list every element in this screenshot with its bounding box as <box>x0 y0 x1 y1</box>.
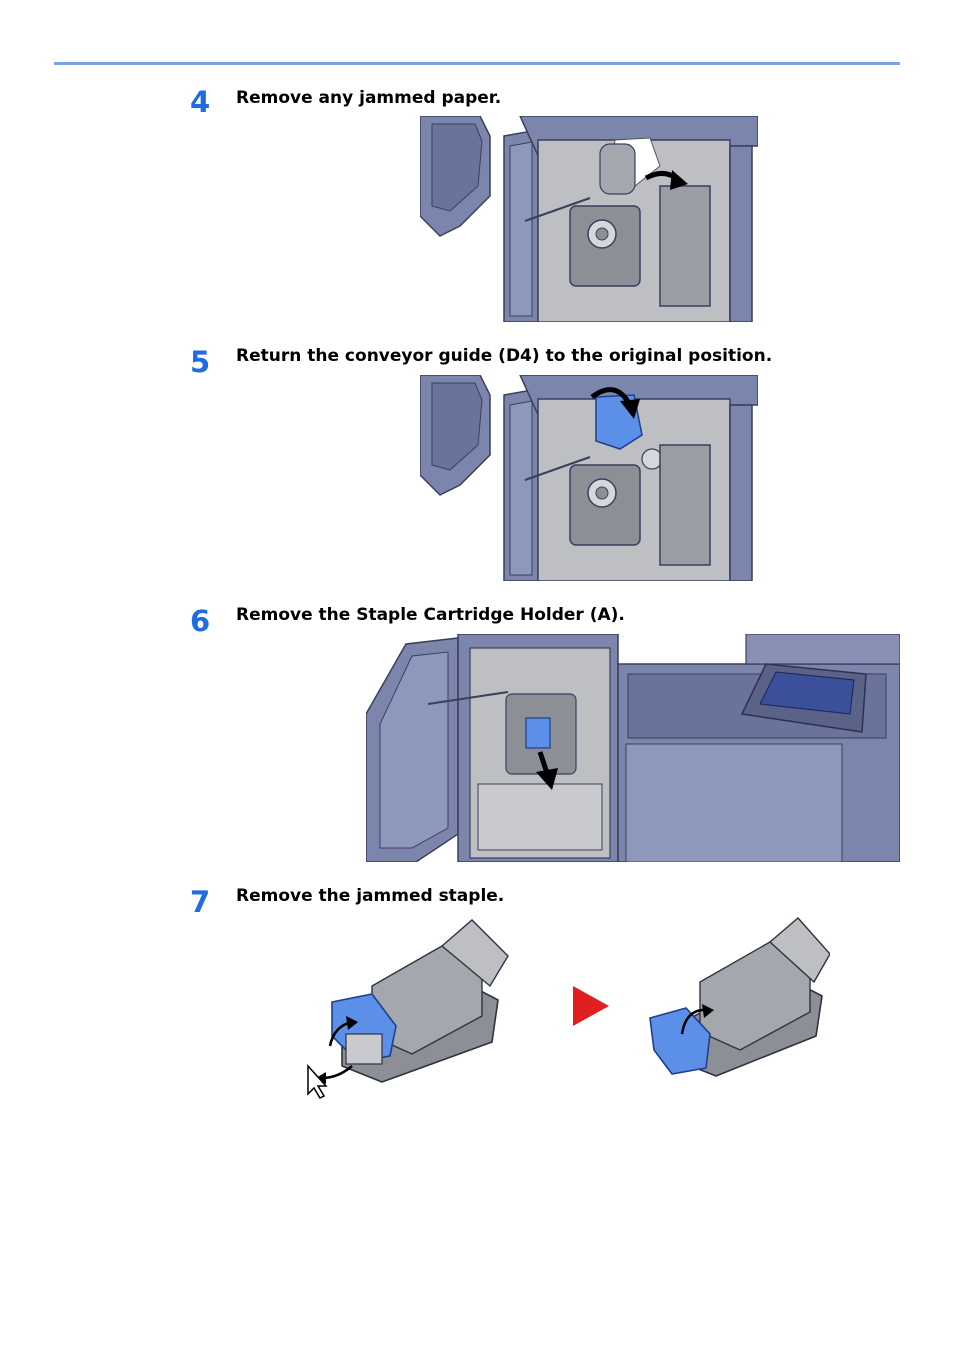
step-5-number: 5 <box>190 345 211 379</box>
illustration-staple-after <box>646 916 830 1082</box>
step-4-number: 4 <box>190 85 211 119</box>
illustration-remove-holder <box>366 634 900 862</box>
illustration-staple-before <box>302 916 514 1100</box>
illustration-return-guide <box>420 375 758 581</box>
curved-arrow-icon <box>590 387 640 419</box>
step-5-text: Return the conveyor guide (D4) to the or… <box>236 346 773 366</box>
next-step-arrow-icon <box>573 986 609 1026</box>
top-rule <box>54 62 900 65</box>
illustration-remove-paper <box>420 116 758 322</box>
step-6-number: 6 <box>190 604 211 638</box>
step-7-number: 7 <box>190 885 211 919</box>
step-4-text: Remove any jammed paper. <box>236 88 502 108</box>
down-arrow-icon <box>536 751 558 790</box>
curved-arrow-icon <box>644 170 688 190</box>
curved-arrow-icon <box>680 1004 714 1035</box>
step-7-text: Remove the jammed staple. <box>236 886 505 906</box>
step-6-text: Remove the Staple Cartridge Holder (A). <box>236 605 625 625</box>
pointer-cursor-icon <box>307 1064 328 1099</box>
curved-arrow-icon <box>316 1016 358 1084</box>
